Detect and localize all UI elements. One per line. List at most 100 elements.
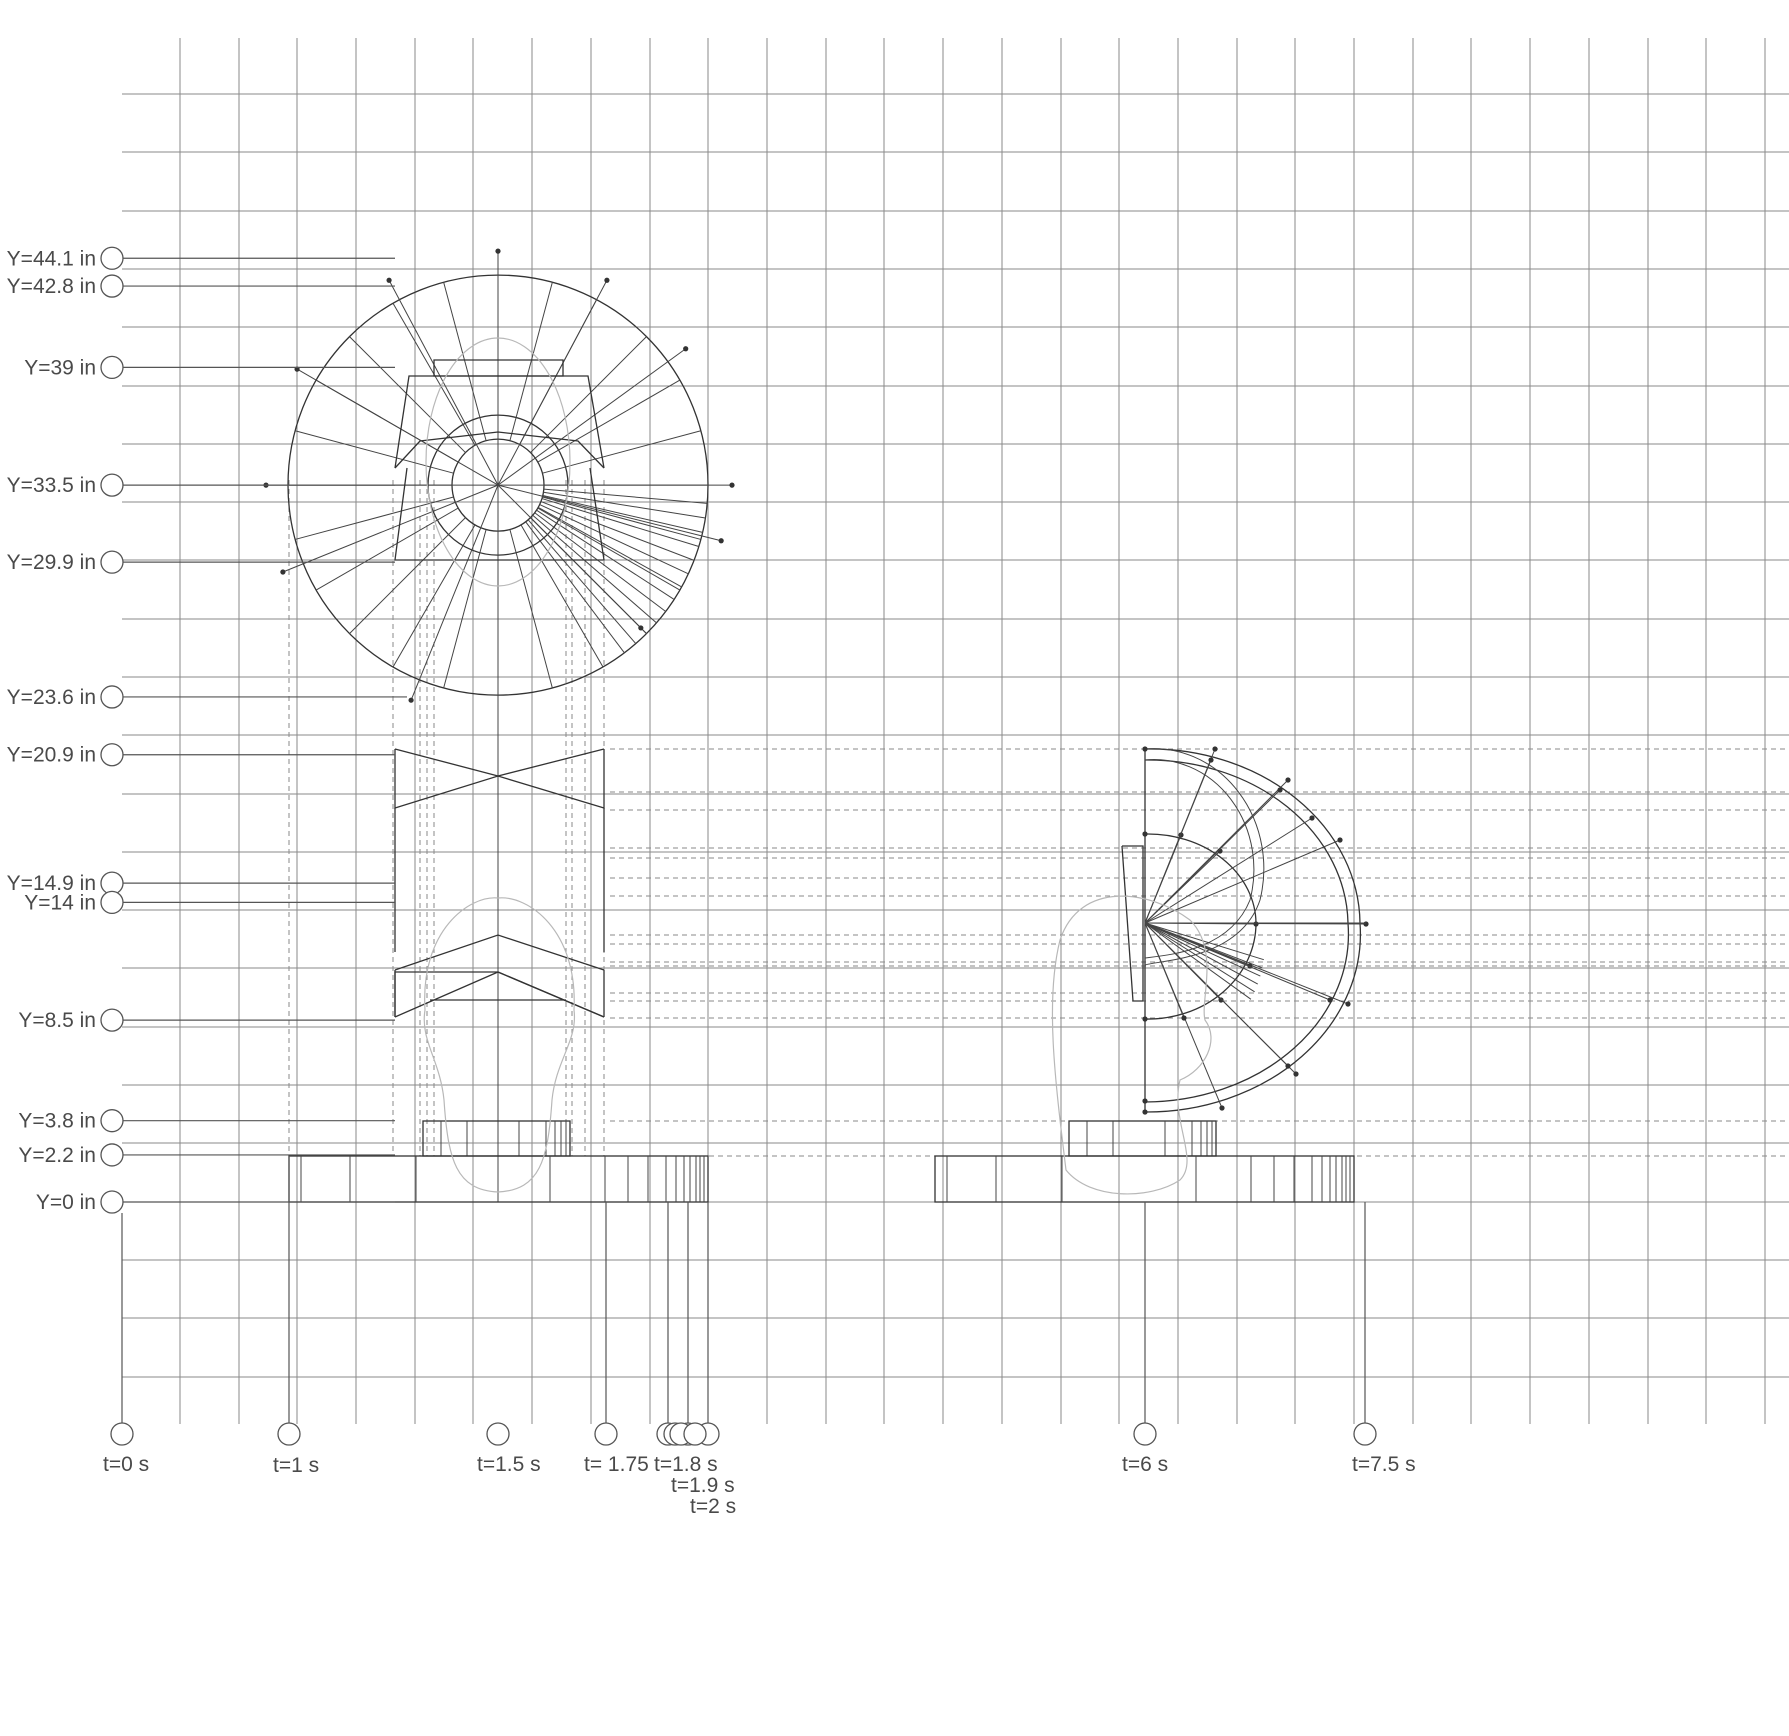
collar-line bbox=[394, 431, 605, 469]
pointer-end-dot bbox=[495, 248, 501, 254]
y-marker-label: Y=44.1 in bbox=[7, 247, 96, 270]
y-marker-label: Y=42.8 in bbox=[7, 275, 96, 298]
wheel-spoke-fan bbox=[542, 494, 703, 533]
pointer-arm bbox=[497, 348, 686, 486]
wheel-spoke bbox=[443, 529, 487, 689]
t-marker-label: t=1.8 s bbox=[654, 1453, 718, 1476]
side-fan bbox=[1144, 922, 1255, 993]
wheel-spoke bbox=[537, 379, 681, 463]
figure-side-view bbox=[934, 746, 1369, 1203]
t-marker-label: t=2 s bbox=[690, 1495, 736, 1518]
side-joint-dot bbox=[1219, 1105, 1225, 1111]
pointer-end-dot bbox=[386, 277, 392, 283]
y-marker-label: Y=8.5 in bbox=[18, 1009, 96, 1032]
y-marker-bubble bbox=[100, 890, 124, 915]
wheel-spoke bbox=[542, 496, 701, 540]
side-fan bbox=[1144, 922, 1252, 1000]
pointer-arm bbox=[497, 484, 722, 542]
t-marker-label: t=0 s bbox=[103, 1453, 149, 1476]
t-marker-bubble bbox=[486, 1422, 510, 1446]
y-marker-label: Y=3.8 in bbox=[18, 1110, 96, 1133]
y-marker: Y=39 in bbox=[24, 355, 395, 380]
y-marker-label: Y=33.5 in bbox=[7, 474, 96, 497]
y-marker: Y=8.5 in bbox=[18, 1008, 395, 1032]
wheel-spoke bbox=[349, 517, 466, 634]
side-joint-dot bbox=[1253, 921, 1259, 927]
wheel-spoke bbox=[392, 524, 476, 668]
side-fan bbox=[1144, 922, 1264, 961]
pointer-arm bbox=[410, 484, 499, 701]
side-backrest bbox=[1121, 845, 1144, 1002]
side-axis-dot bbox=[1142, 1098, 1148, 1104]
y-marker-label: Y=14.9 in bbox=[7, 872, 96, 895]
side-fan bbox=[1144, 922, 1261, 977]
t-marker: t=6 s bbox=[1122, 1202, 1168, 1476]
side-axis-dot bbox=[1142, 746, 1148, 752]
wheel-spoke-fan bbox=[527, 519, 637, 644]
wheel-spoke-fan bbox=[525, 521, 625, 654]
y-marker-bubble bbox=[100, 1143, 124, 1167]
y-marker: Y=0 in bbox=[36, 1190, 395, 1214]
wheel-spoke bbox=[509, 529, 553, 689]
side-spoke bbox=[1144, 922, 1289, 1067]
side-spoke bbox=[1144, 839, 1341, 924]
y-marker-label: Y=39 in bbox=[24, 356, 96, 379]
side-joint-dot bbox=[1345, 1001, 1351, 1007]
y-marker: Y=33.5 in bbox=[7, 473, 395, 497]
side-joint-dot bbox=[1277, 787, 1283, 793]
side-spoke bbox=[1144, 922, 1331, 1001]
wheel-spoke bbox=[349, 336, 466, 453]
wheel-spoke bbox=[295, 496, 454, 540]
y-marker-bubble bbox=[100, 1008, 124, 1032]
wheel-spoke-fan bbox=[534, 512, 667, 612]
side-axis-dot bbox=[1142, 1016, 1148, 1022]
t-marker-bubble bbox=[594, 1422, 618, 1446]
side-joint-dot bbox=[1208, 757, 1214, 763]
y-marker-bubble bbox=[100, 246, 124, 270]
wheel-spoke-fan bbox=[541, 498, 699, 547]
t-marker-bubble bbox=[277, 1422, 301, 1446]
wheel-spoke bbox=[537, 507, 681, 591]
pointer-arm bbox=[497, 484, 642, 629]
y-marker-bubble bbox=[100, 550, 124, 574]
t-marker-bubble bbox=[1353, 1422, 1377, 1446]
y-marker-bubble bbox=[100, 743, 124, 767]
side-joint-dot bbox=[1363, 921, 1369, 927]
pointer-arm bbox=[388, 280, 499, 486]
pointer-end-dot bbox=[718, 538, 724, 544]
t-marker: t=0 s bbox=[103, 1422, 149, 1476]
y-marker-bubble bbox=[100, 355, 124, 380]
side-joint-dot bbox=[1293, 1071, 1299, 1077]
y-marker-label: Y=29.9 in bbox=[7, 551, 96, 574]
y-marker-bubble bbox=[100, 473, 124, 497]
pointer-end-dot bbox=[604, 277, 610, 283]
y-marker-label: Y=2.2 in bbox=[18, 1144, 96, 1167]
t-marker-label: t=1.5 s bbox=[477, 1453, 541, 1476]
t-marker: t=1 s bbox=[273, 1156, 319, 1477]
t-marker: t=1.8 s bbox=[654, 1202, 718, 1476]
figure-front-view bbox=[263, 248, 735, 1203]
side-joint-dot bbox=[1327, 997, 1333, 1003]
t-marker-label: t= 1.75 bbox=[584, 1453, 649, 1476]
wheel-spoke-fan bbox=[532, 514, 657, 624]
height-markers: Y=44.1 in Y=42.8 in Y=39 in Y=33.5 in Y=29.9… bbox=[7, 246, 407, 1423]
pointer-arm bbox=[282, 484, 499, 573]
side-joint-dot bbox=[1285, 777, 1291, 783]
side-fan bbox=[1144, 922, 1259, 985]
wheel-spoke bbox=[509, 282, 553, 441]
side-joint-dot bbox=[1309, 815, 1315, 821]
pointer-end-dot bbox=[280, 569, 286, 575]
y-marker-label: Y=14 in bbox=[24, 891, 96, 914]
side-spoke bbox=[1144, 789, 1281, 924]
y-marker-bubble bbox=[100, 1109, 124, 1133]
y-marker-label: Y=23.6 in bbox=[7, 686, 96, 709]
pointer-end-dot bbox=[638, 625, 644, 631]
hip-chevron-lower bbox=[394, 971, 605, 1018]
ghost-body-outline bbox=[423, 897, 576, 1193]
y-marker: Y=20.9 in bbox=[7, 743, 395, 767]
t-marker: t=1.5 s bbox=[477, 1422, 541, 1476]
torso-chevron-edge bbox=[394, 748, 499, 777]
side-base-platform bbox=[934, 1155, 1355, 1203]
y-marker: Y=29.9 in bbox=[7, 550, 395, 574]
